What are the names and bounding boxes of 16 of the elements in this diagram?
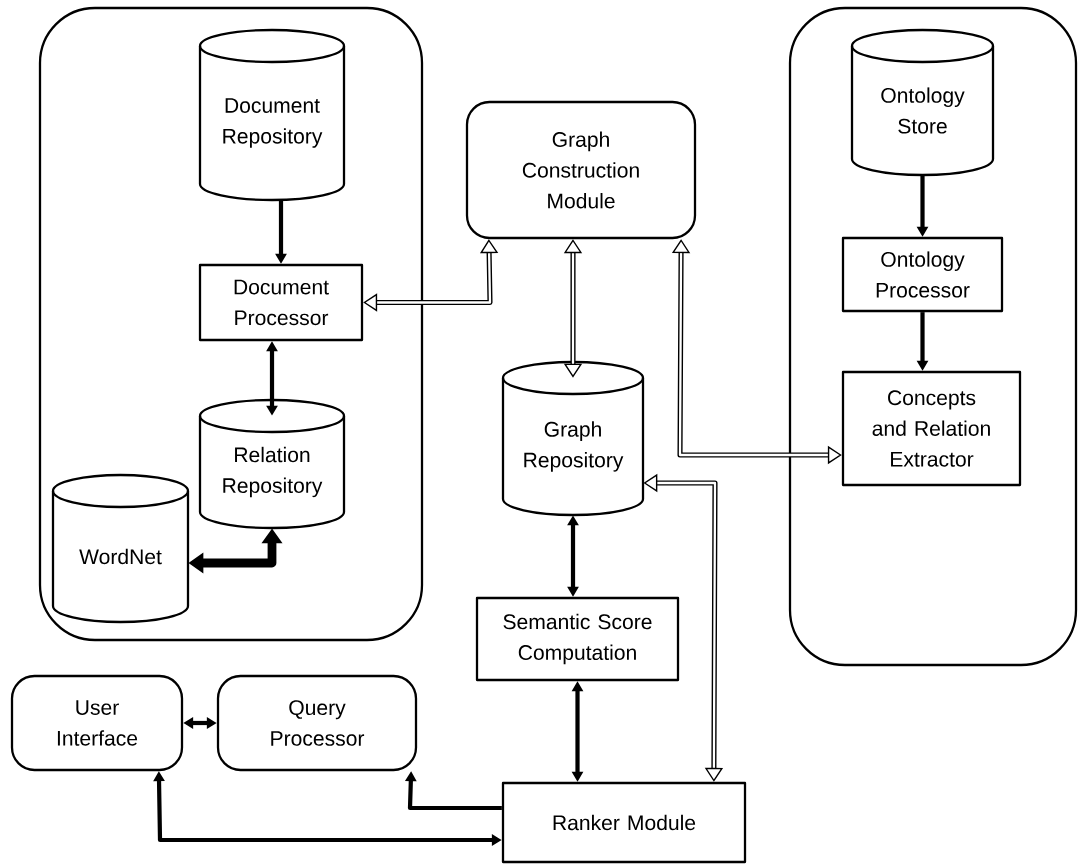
process-box: Ontology Processor [841,236,1004,313]
group-panel [38,6,424,642]
process-box: Concepts and Relation Extractor [841,370,1022,487]
database-cylinder: Ontology Store [850,28,995,177]
group-panel [788,6,1078,667]
database-cylinder: Relation Repository [198,398,346,530]
module-box: Query Processor [216,674,418,772]
double-arrow [563,239,583,378]
database-cylinder: WordNet [51,473,190,624]
module-box: Graph Construction Module [465,100,697,240]
module-box: User Interface [10,674,184,772]
process-box: Semantic Score Computation [475,596,680,682]
database-cylinder: Document Repository [198,28,346,202]
process-box: Document Processor [198,263,364,342]
process-box: Ranker Module [501,781,747,864]
database-cylinder: Graph Repository [501,360,645,517]
